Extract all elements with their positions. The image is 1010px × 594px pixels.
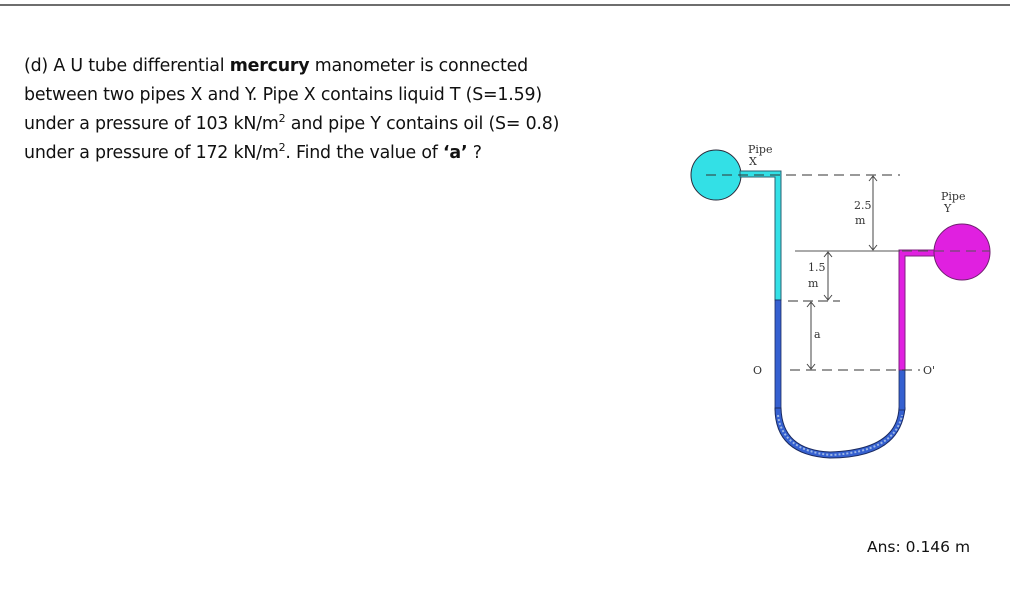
question-line-2: between two pipes X and Y. Pipe X contai…	[24, 85, 542, 105]
question-line-3: under a pressure of 103 kN/m2 and pipe Y…	[24, 110, 664, 139]
pipe-x-tube	[739, 170, 782, 301]
pipe-x-label-1: Pipe	[748, 143, 772, 156]
question-line-4-b: . Find the value of	[285, 143, 444, 163]
pipe-y-bulb	[933, 223, 991, 281]
datum-left-label: O	[753, 364, 762, 377]
question-line-4: under a pressure of 172 kN/m2. Find the …	[24, 139, 664, 168]
dim-a-label: a	[814, 328, 821, 341]
question-prefix: (d) A U tube differential	[24, 56, 230, 76]
u-bend-texture	[777, 414, 903, 457]
question-text: (d) A U tube differential mercury manome…	[24, 52, 664, 168]
question-line-3-b: and pipe Y contains oil (S= 0.8)	[285, 114, 560, 134]
dim-1-5-unit: m	[808, 277, 819, 290]
dim-2-5-unit: m	[855, 214, 866, 227]
superscript: 2	[278, 112, 286, 125]
superscript: 2	[278, 141, 286, 154]
question-line-1: (d) A U tube differential mercury manome…	[24, 52, 664, 81]
left-mercury-column	[774, 299, 782, 411]
top-divider	[0, 4, 1010, 6]
u-bend-mercury	[774, 407, 906, 459]
bold-mercury: mercury	[229, 56, 310, 76]
dim-2-5-value: 2.5	[854, 199, 872, 212]
question-line-3-a: under a pressure of 103 kN/m	[24, 114, 279, 134]
datum-right-label: O'	[923, 364, 935, 377]
pipe-x-label-2: X	[749, 155, 757, 168]
pipe-y-label-2: Y	[943, 202, 952, 215]
dim-a-arrows	[806, 301, 816, 370]
question-line-1-suffix: manometer is connected	[309, 56, 528, 76]
bold-a: ‘a’	[443, 143, 468, 163]
question-line-4-c: ?	[467, 143, 482, 163]
right-mercury-column	[898, 369, 906, 411]
pipe-y-tube	[898, 249, 941, 371]
pipe-y-label-1: Pipe	[941, 190, 965, 203]
question-line-4-a: under a pressure of 172 kN/m	[24, 143, 279, 163]
dim-2-5-arrows	[868, 175, 878, 251]
dim-1-5-arrows	[823, 251, 833, 301]
dim-1-5-value: 1.5	[808, 261, 826, 274]
answer-text: Ans: 0.146 m	[867, 538, 971, 556]
